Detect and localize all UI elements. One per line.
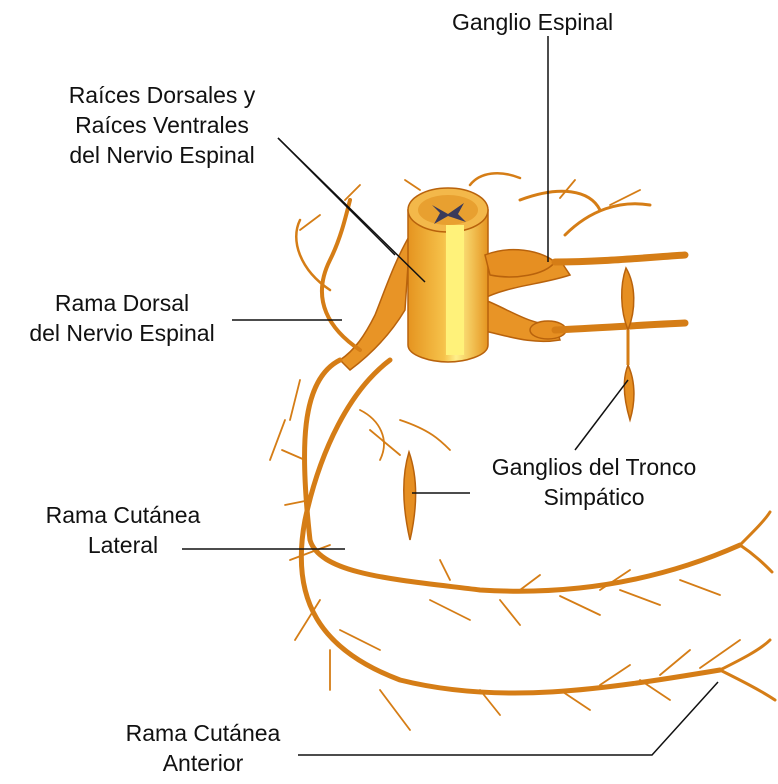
label-rama-cutanea-anterior-line-2: Anterior — [108, 748, 298, 778]
label-rama-dorsal-line-2: del Nervio Espinal — [8, 318, 236, 348]
label-rama-cutanea-lateral-line-2: Lateral — [28, 530, 218, 560]
label-raices-line-1: Raíces Dorsales y — [42, 80, 282, 110]
label-ganglios-tronco: Ganglios del Tronco Simpático — [470, 452, 718, 512]
label-ganglios-tronco-line-1: Ganglios del Tronco — [470, 452, 718, 482]
label-raices-line-3: del Nervio Espinal — [42, 140, 282, 170]
label-rama-dorsal: Rama Dorsal del Nervio Espinal — [8, 288, 236, 348]
spinal-cord — [408, 188, 488, 362]
label-ganglios-tronco-line-2: Simpático — [470, 482, 718, 512]
label-raices: Raíces Dorsales y Raíces Ventrales del N… — [42, 80, 282, 170]
label-rama-cutanea-lateral-line-1: Rama Cutánea — [28, 500, 218, 530]
label-ganglio-espinal: Ganglio Espinal — [452, 7, 613, 37]
label-raices-line-2: Raíces Ventrales — [42, 110, 282, 140]
label-rama-cutanea-lateral: Rama Cutánea Lateral — [28, 500, 218, 560]
leader-ganglios-tronco-a — [575, 380, 628, 450]
label-rama-dorsal-line-1: Rama Dorsal — [8, 288, 236, 318]
leader-raices-b — [278, 138, 425, 282]
label-rama-cutanea-anterior: Rama Cutánea Anterior — [108, 718, 298, 778]
label-rama-cutanea-anterior-line-1: Rama Cutánea — [108, 718, 298, 748]
